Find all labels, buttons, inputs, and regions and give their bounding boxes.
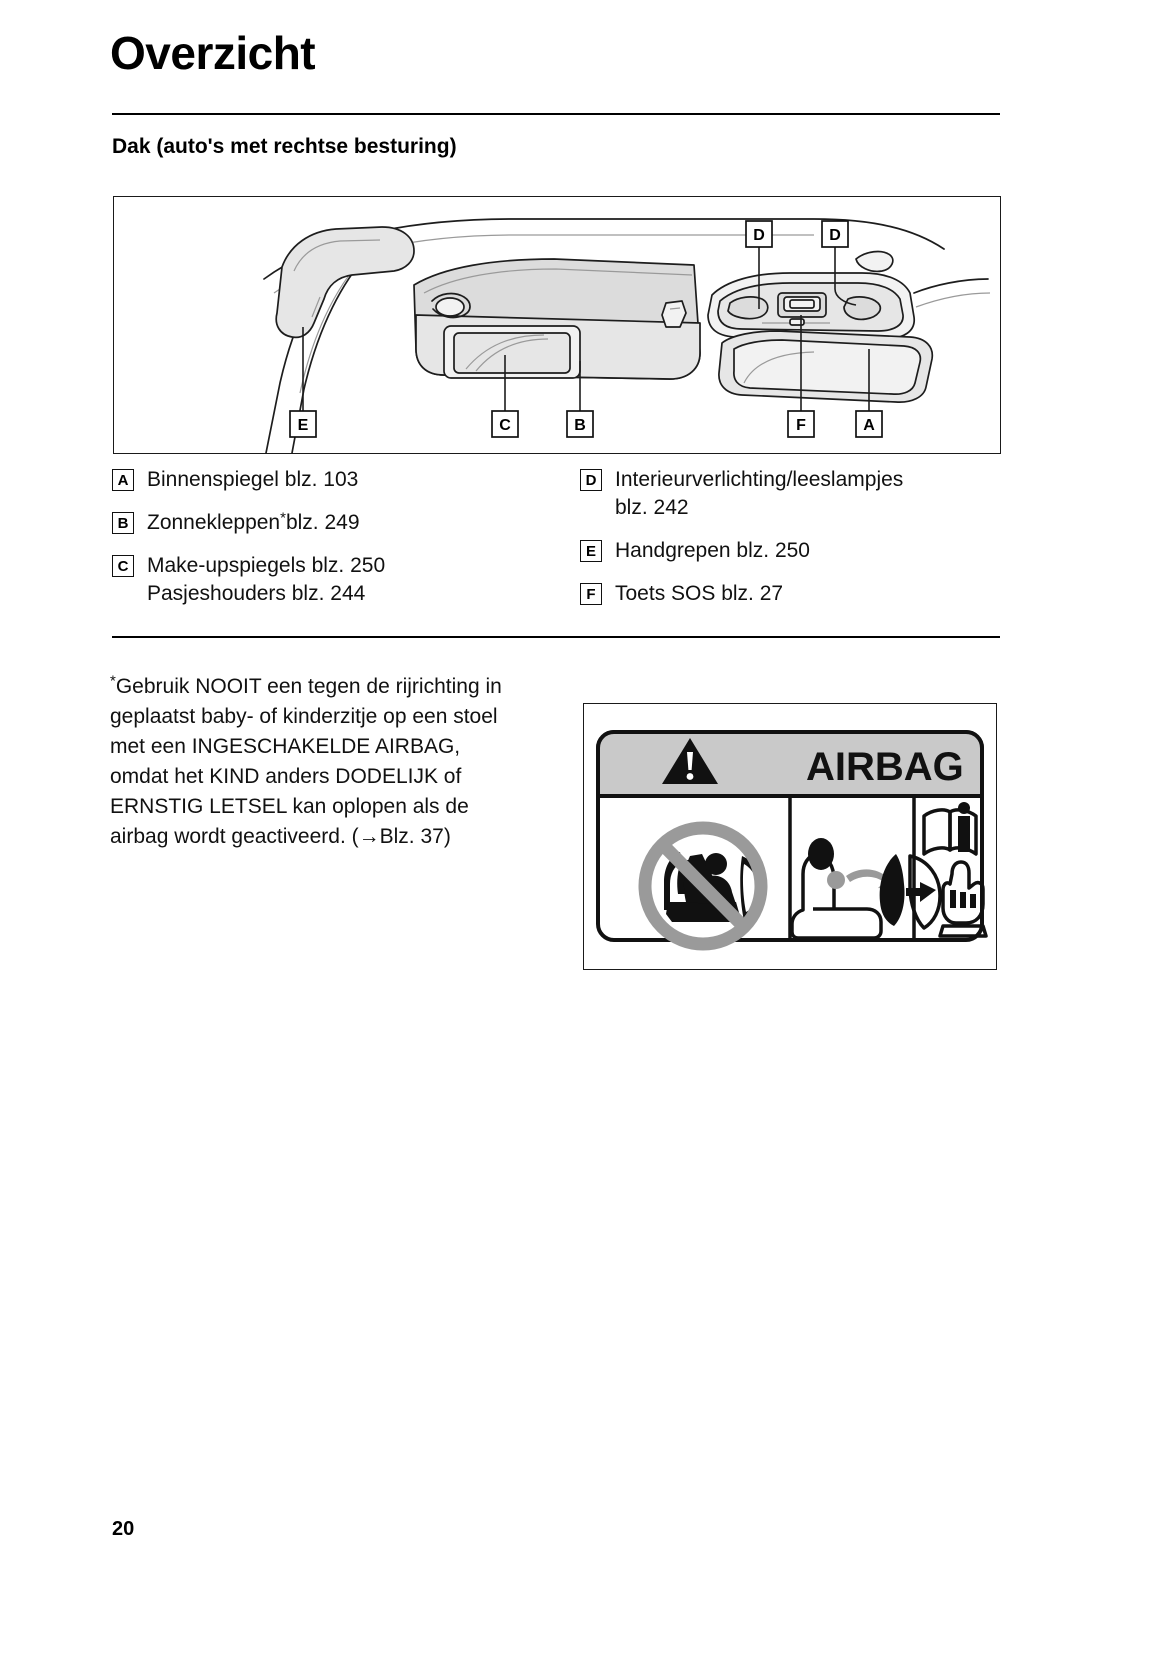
legend-label-e: Handgrepen blz. 250 [615, 537, 810, 565]
footnote-text: *Gebruik NOOIT een tegen de rijrichting … [110, 672, 520, 852]
legend-label-d: Interieurverlichting/leeslampjes blz. 24… [615, 466, 903, 522]
legend-item-b: B Zonnekleppen*blz. 249 [112, 509, 542, 537]
callout-D-left: D [745, 220, 773, 248]
svg-text:F: F [796, 417, 806, 434]
svg-text:A: A [863, 417, 875, 434]
svg-text:D: D [829, 227, 841, 244]
airbag-deployment-warning-icon [790, 838, 942, 940]
legend-key-b: B [112, 512, 134, 534]
svg-text:B: B [574, 417, 586, 434]
title-divider [112, 113, 1000, 115]
legend-label-b-line1: Zonnekleppen [147, 511, 281, 534]
legend-key-e: E [580, 540, 602, 562]
legend-label-f: Toets SOS blz. 27 [615, 580, 783, 608]
consult-manual-icon [922, 802, 988, 938]
legend-item-f: F Toets SOS blz. 27 [580, 580, 1000, 608]
page-number: 20 [112, 1518, 135, 1540]
legend-column-left: A Binnenspiegel blz. 103 B Zonnekleppen*… [112, 466, 542, 623]
svg-text:E: E [298, 417, 309, 434]
footnote-marker-b: * [280, 509, 286, 527]
legend-label-c-line2: Pasjeshouders blz. 244 [147, 582, 366, 605]
legend-item-d: D Interieurverlichting/leeslampjes blz. … [580, 466, 1000, 522]
warning-triangle-icon [662, 738, 718, 784]
legend-label-a: Binnenspiegel blz. 103 [147, 466, 358, 494]
legend-item-e: E Handgrepen blz. 250 [580, 537, 1000, 565]
legend-label-d-line1: Interieurverlichting/leeslampjes [615, 468, 904, 491]
legend-key-a: A [112, 469, 134, 491]
legend-key-f: F [580, 583, 602, 605]
legend-label-f-line1: Toets SOS blz. 27 [615, 582, 784, 605]
roof-overview-figure: .ln { fill:none; stroke:#1d1d1d; stroke-… [113, 196, 1001, 454]
legend-key-d: D [580, 469, 602, 491]
legend-label-c: Make-upspiegels blz. 250 Pasjeshouders b… [147, 552, 385, 608]
legend-divider [112, 636, 1000, 638]
no-rear-facing-child-seat-icon [638, 821, 768, 951]
airbag-warning-label-figure: .ab-out { fill:#ffffff; stroke:#111111; … [583, 703, 997, 970]
callout-A: A [855, 410, 883, 438]
legend-label-e-line1: Handgrepen blz. 250 [615, 539, 810, 562]
legend-key-c: C [112, 555, 134, 577]
legend-label-b-page: blz. 249 [285, 511, 360, 534]
legend-label-a-line1: Binnenspiegel blz. 103 [147, 468, 359, 491]
callout-F: F [787, 410, 815, 438]
svg-text:D: D [753, 227, 765, 244]
legend-label-c-line1: Make-upspiegels blz. 250 [147, 554, 386, 577]
svg-text:C: C [499, 417, 511, 434]
legend-item-c: C Make-upspiegels blz. 250 Pasjeshouders… [112, 552, 542, 608]
section-title: Dak (auto's met rechtse besturing) [112, 135, 457, 158]
legend-label-b: Zonnekleppen*blz. 249 [147, 509, 360, 537]
airbag-heading: AIRBAG [806, 745, 964, 789]
legend-item-a: A Binnenspiegel blz. 103 [112, 466, 542, 494]
callout-E: E [289, 410, 317, 438]
callout-C: C [491, 410, 519, 438]
page-title: Overzicht [110, 27, 316, 79]
footnote-marker: * [110, 672, 116, 690]
callout-B: B [566, 410, 594, 438]
legend-column-right: D Interieurverlichting/leeslampjes blz. … [580, 466, 1000, 623]
footnote-body: Gebruik NOOIT een tegen de rijrichting i… [110, 675, 502, 848]
legend-label-d-line2: blz. 242 [615, 496, 689, 519]
callout-D-right: D [821, 220, 849, 248]
